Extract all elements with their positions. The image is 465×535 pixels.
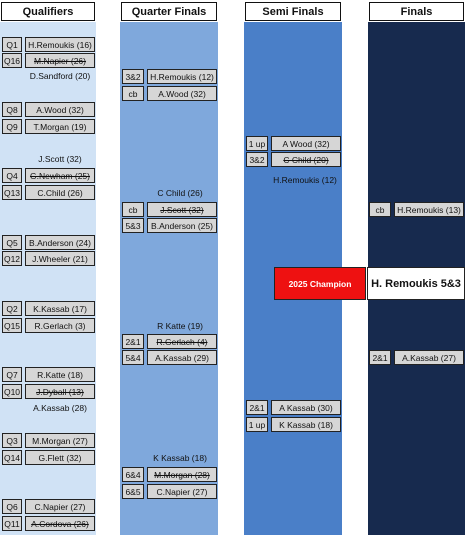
seed-badge: Q11 (2, 516, 22, 531)
score-badge: 5&4 (122, 350, 144, 365)
player-box: R.Gerlach (4) (147, 334, 217, 349)
score-badge: 2&1 (369, 350, 391, 365)
score-badge: 1 up (246, 417, 268, 432)
player-box: J.Wheeler (21) (25, 251, 95, 266)
player-box: R.Gerlach (3) (25, 318, 95, 333)
score-badge: 2&1 (122, 334, 144, 349)
semi-finals-header: Semi Finals (245, 2, 341, 21)
score-badge: 6&4 (122, 467, 144, 482)
player-box: C.Napier (27) (25, 499, 95, 514)
score-badge: 3&2 (122, 69, 144, 84)
champion-label: 2025 Champion (274, 267, 366, 300)
player-box: A.Kassab (27) (394, 350, 464, 365)
score-badge: cb (369, 202, 391, 217)
seed-badge: Q13 (2, 185, 22, 200)
player-box: B.Anderson (25) (147, 218, 217, 233)
result-text: C Child (26) (157, 188, 203, 198)
score-badge: 6&5 (122, 484, 144, 499)
player-box: A.Wood (32) (25, 102, 95, 117)
score-badge: 5&3 (122, 218, 144, 233)
player-box: H.Remoukis (13) (394, 202, 464, 217)
player-box: C Child (20) (271, 152, 341, 167)
champion-name: H. Remoukis 5&3 (367, 267, 465, 300)
qualifiers-header: Qualifiers (1, 2, 95, 21)
player-box: A Kassab (30) (271, 400, 341, 415)
seed-badge: Q6 (2, 499, 22, 514)
seed-badge: Q4 (2, 168, 22, 183)
player-box: A.Cordova (26) (25, 516, 95, 531)
player-box: A.Wood (32) (147, 86, 217, 101)
result-text: J.Scott (32) (38, 154, 82, 164)
seed-badge: Q1 (2, 37, 22, 52)
finals-header: Finals (369, 2, 464, 21)
seed-badge: Q10 (2, 384, 22, 399)
player-box: J.Dyball (13) (25, 384, 95, 399)
score-badge: cb (122, 202, 144, 217)
seed-badge: Q14 (2, 450, 22, 465)
player-box: M.Napier (26) (25, 53, 95, 68)
player-box: G.Flett (32) (25, 450, 95, 465)
player-box: J.Scott (32) (147, 202, 217, 217)
quarter-finals-header: Quarter Finals (121, 2, 217, 21)
player-box: A Wood (32) (271, 136, 341, 151)
quarter-finals-column (120, 22, 218, 535)
player-box: A.Kassab (29) (147, 350, 217, 365)
player-box: C.Napier (27) (147, 484, 217, 499)
result-text: H.Remoukis (12) (273, 175, 337, 185)
seed-badge: Q2 (2, 301, 22, 316)
score-badge: 1 up (246, 136, 268, 151)
result-text: K Kassab (18) (153, 453, 207, 463)
seed-badge: Q3 (2, 433, 22, 448)
score-badge: 3&2 (246, 152, 268, 167)
player-box: H.Remoukis (12) (147, 69, 217, 84)
score-badge: 2&1 (246, 400, 268, 415)
score-badge: cb (122, 86, 144, 101)
player-box: B.Anderson (24) (25, 235, 95, 250)
seed-badge: Q8 (2, 102, 22, 117)
player-box: R.Katte (18) (25, 367, 95, 382)
seed-badge: Q9 (2, 119, 22, 134)
seed-badge: Q5 (2, 235, 22, 250)
seed-badge: Q16 (2, 53, 22, 68)
seed-badge: Q7 (2, 367, 22, 382)
player-box: T.Morgan (19) (25, 119, 95, 134)
result-text: R Katte (19) (157, 321, 203, 331)
seed-badge: Q15 (2, 318, 22, 333)
result-text: A.Kassab (28) (33, 403, 87, 413)
player-box: K.Kassab (17) (25, 301, 95, 316)
player-box: M.Morgan (27) (25, 433, 95, 448)
player-box: G.Newham (25) (25, 168, 95, 183)
player-box: C.Child (26) (25, 185, 95, 200)
player-box: M.Morgan (28) (147, 467, 217, 482)
player-box: K Kassab (18) (271, 417, 341, 432)
seed-badge: Q12 (2, 251, 22, 266)
player-box: H.Remoukis (16) (25, 37, 95, 52)
result-text: D.Sandford (20) (29, 71, 91, 81)
